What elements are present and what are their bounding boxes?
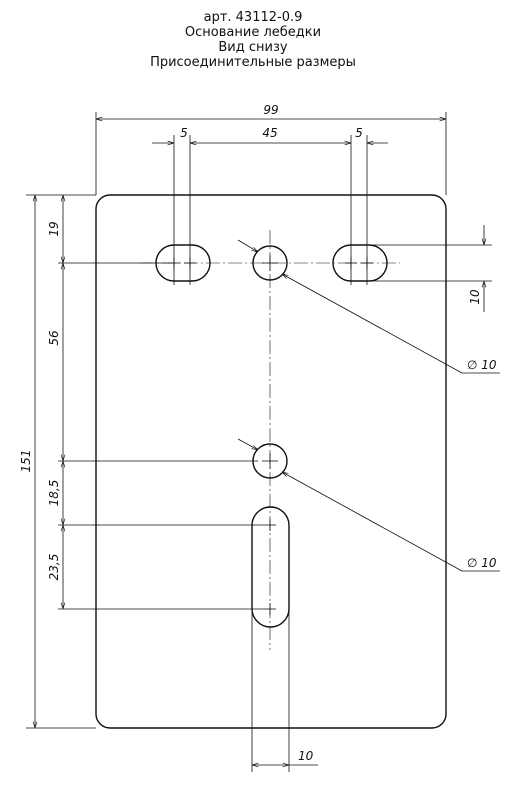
bottom-slot-width-label: 10	[298, 749, 314, 763]
vertical-slot-label: 23,5	[47, 554, 61, 581]
dim-overall-width: 99	[95, 103, 447, 195]
top-offset-label: 19	[47, 221, 61, 236]
left-slot-width-label: 5	[180, 126, 188, 140]
leader-top-hole: ∅ 10	[237, 239, 500, 374]
dim-bottom-slot-width: 10	[251, 600, 318, 772]
slot-extension-lines	[173, 135, 368, 285]
title-block: арт. 43112-0.9 Основание лебедки Вид сни…	[0, 10, 506, 70]
between-slots-label: 45	[262, 126, 277, 140]
dim-slot-height: 10	[370, 225, 492, 312]
leader-middle-hole: ∅ 10	[237, 438, 500, 572]
overall-height-label: 151	[19, 450, 33, 473]
overall-width-label: 99	[263, 103, 278, 117]
dim-vertical-chain: 19 56 18,5 23,5	[47, 195, 264, 610]
top-hole-diameter-label: ∅ 10	[467, 358, 497, 372]
right-slot-width-label: 5	[355, 126, 363, 140]
view-name: Вид снизу	[218, 40, 288, 55]
part-name: Основание лебедки	[184, 25, 322, 40]
drawing-subtitle: Присоединительные размеры	[150, 55, 356, 70]
top-center-hole	[252, 245, 288, 281]
to-slot-label: 18,5	[47, 480, 61, 507]
dim-overall-height: 151	[19, 194, 96, 729]
base-plate-outline	[95, 194, 447, 729]
vertical-slot	[251, 506, 290, 628]
article-number: арт. 43112-0.9	[203, 10, 303, 25]
slot-height-label: 10	[468, 289, 482, 305]
dim-slot-row: 5 45 5	[152, 126, 388, 143]
hole-spacing-label: 56	[47, 330, 61, 346]
middle-hole-diameter-label: ∅ 10	[467, 556, 497, 570]
